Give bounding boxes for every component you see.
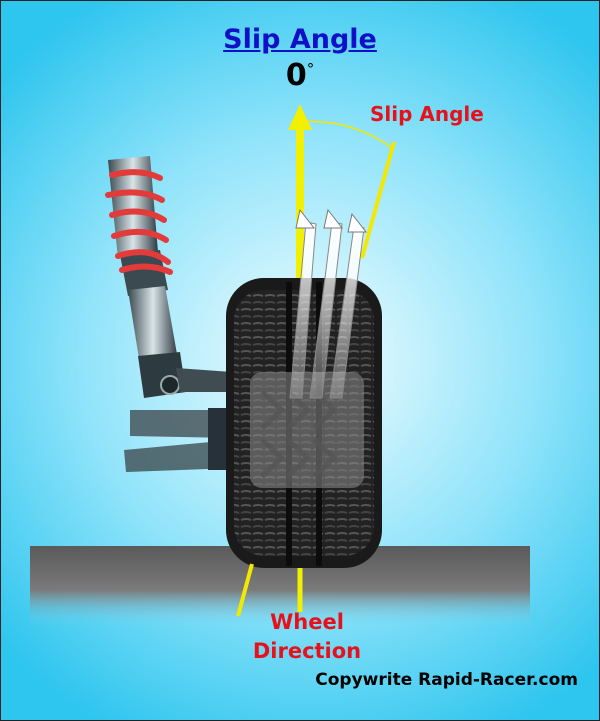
page-title: Slip Angle [223, 24, 377, 55]
degree-symbol: ° [306, 60, 315, 78]
slip-angle-value: 0° [0, 58, 600, 93]
slip-angle-label: Slip Angle [370, 102, 484, 126]
coil-spring-icon [105, 169, 173, 275]
slip-direction-line [360, 141, 396, 259]
copyright-notice: Copywrite Rapid-Racer.com [315, 670, 578, 690]
wheel-direction-text: Wheel Direction [252, 610, 362, 663]
angle-number: 0 [285, 58, 307, 93]
wheel-direction-arrow [288, 104, 312, 612]
wheel-direction-label: Wheel Direction [252, 608, 362, 666]
slip-direction-line-lower [236, 563, 254, 617]
slip-angle-arc [299, 120, 393, 149]
force-arrow-icon [289, 208, 368, 399]
